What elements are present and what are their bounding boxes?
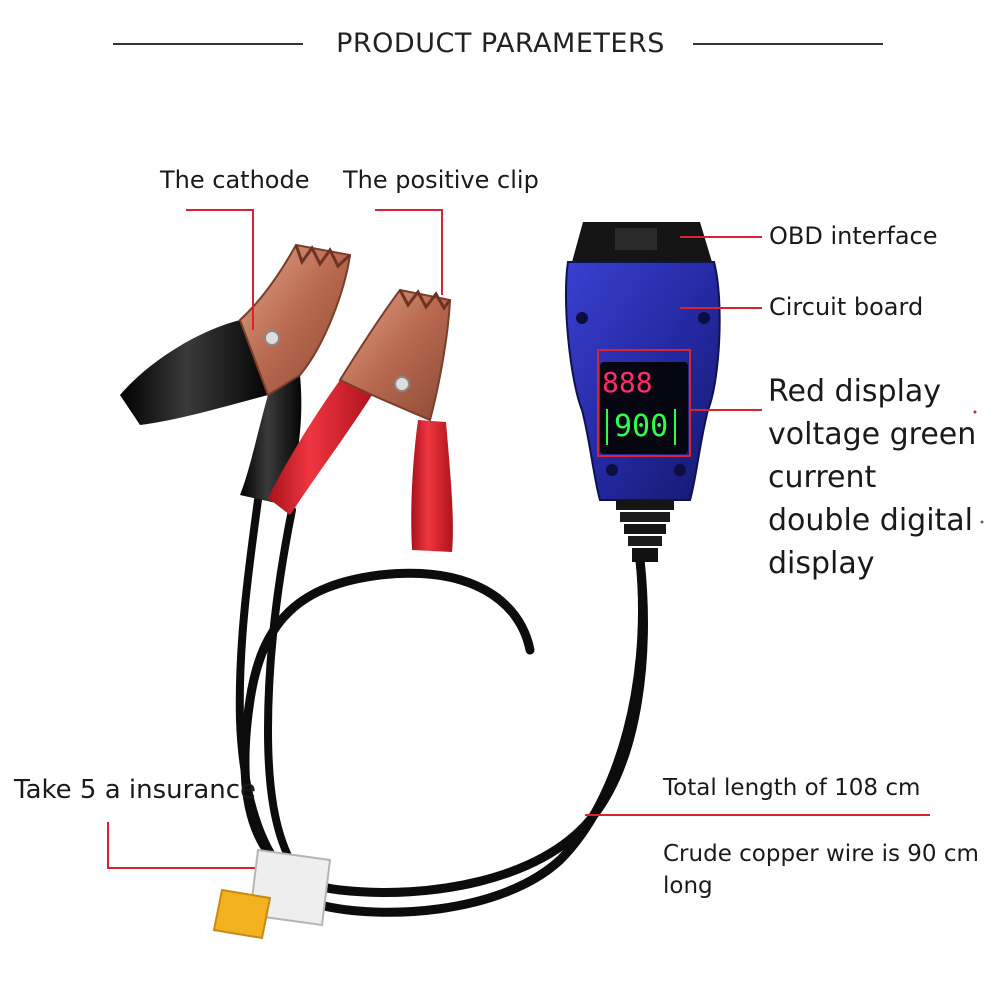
page-title: PRODUCT PARAMETERS [336,28,665,59]
label-total-length: Total length of 108 cm [663,775,921,801]
positive-clip-icon [268,288,453,552]
label-positive-clip: The positive clip [343,166,539,194]
callout-lines [107,209,930,869]
label-display-line: voltage green [768,417,977,452]
label-copper-wire-line: Crude copper wire is 90 cm [663,841,979,867]
label-fuse: Take 5 a insurance [14,775,257,805]
label-copper-wire-line: long [663,873,713,899]
voltage-reading: 888 [602,366,653,399]
cathode-clip-icon [120,243,352,505]
label-display-line: double digital [768,503,974,538]
label-display-line: display [768,546,875,581]
label-circuit-board: Circuit board [769,293,924,321]
label-display-line: current [768,460,877,495]
current-reading: 900 [606,409,677,445]
obd-connector-icon [564,222,721,562]
blade-fuse-icon [212,848,332,940]
label-display-line: Red display [768,374,942,409]
label-copper-wire: Crude copper wire is 90 cm long [663,838,979,902]
cables [235,496,648,917]
label-cathode: The cathode [160,166,310,194]
label-obd-interface: OBD interface [769,222,938,250]
label-display-description: Red display voltage green current double… [768,370,976,585]
